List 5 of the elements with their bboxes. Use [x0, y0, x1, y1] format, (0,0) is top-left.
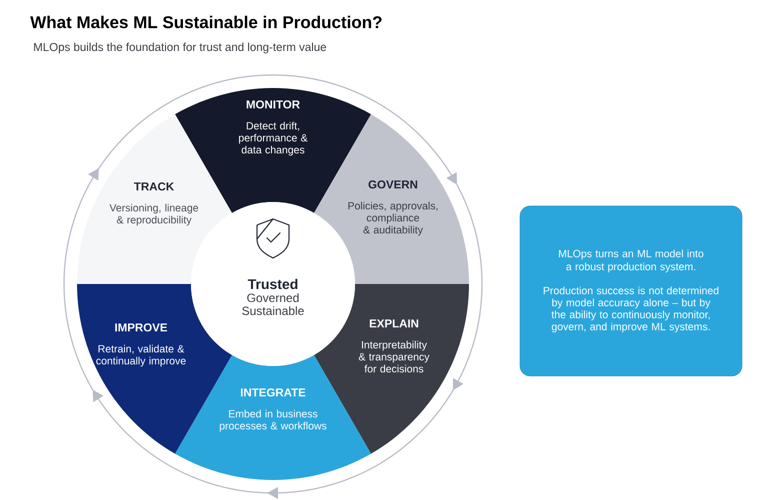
subtitle: MLOps builds the foundation for trust and long-term value — [34, 42, 326, 54]
segment: GOVERN Policies, approvals, compliance & auditability — [314, 114, 469, 284]
title: What Makes ML Sustainable in Production? — [30, 16, 382, 28]
segment: TRACK Versioning, lineage & reproducibility — [77, 114, 232, 284]
info-box: MLOps turns an ML model into a robust production system. Production success is not determined by model accuracy alone – but by the ability to continuously monitor, govern, and improve ML systems. — [520, 206, 742, 376]
